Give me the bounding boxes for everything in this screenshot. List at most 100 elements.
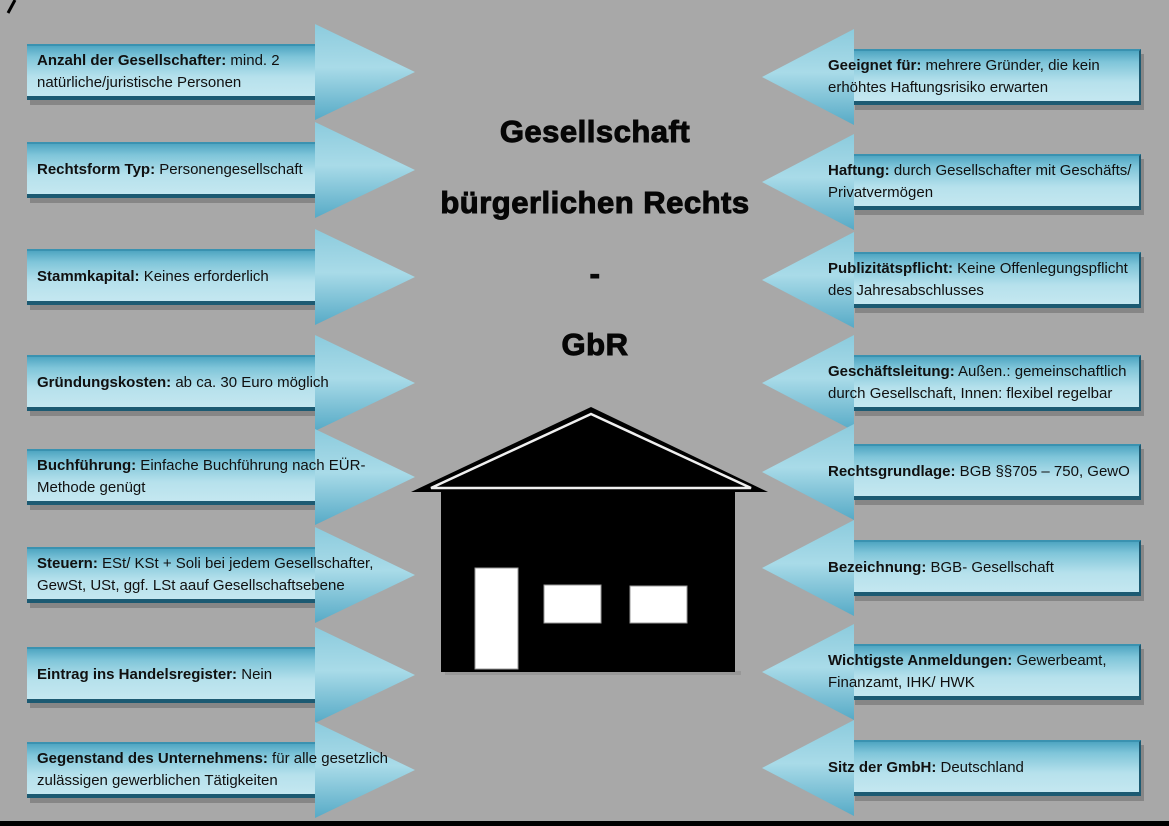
left-arrow-7: Eintrag ins Handelsregister: Nein [27, 623, 415, 727]
arrow-label: Rechtsform Typ: [37, 161, 156, 178]
arrow-text: Eintrag ins Handelsregister: Nein [37, 664, 272, 686]
arrow-shaft [852, 355, 1141, 411]
arrow-shaft [852, 49, 1141, 105]
window-right [629, 585, 688, 624]
left-arrow-1: Anzahl der Gesellschafter: mind. 2 natür… [27, 20, 415, 124]
arrow-label: Sitz der GmbH: [828, 759, 937, 776]
arrow-textbox: Steuern: ESt/ KSt + Soli bei jedem Gesel… [37, 547, 389, 603]
arrow-shaft [27, 249, 316, 305]
arrow-value: Gewerbeamt, Finanzamt, IHK/ HWK [828, 652, 1107, 691]
arrow-textbox: Wichtigste Anmeldungen: Gewerbeamt, Fina… [828, 644, 1153, 700]
arrow-label: Gegenstand des Unternehmens: [37, 750, 268, 767]
arrow-shaft [27, 142, 316, 198]
arrow-shaft [27, 44, 316, 100]
house-roof [411, 407, 768, 492]
arrow-value: Keine Offenlegungspflicht des Jahresabsc… [828, 260, 1128, 299]
arrow-text: Gründungskosten: ab ca. 30 Euro möglich [37, 372, 329, 394]
arrow-value: Nein [237, 666, 273, 683]
arrow-label: Haftung: [828, 162, 890, 179]
arrow-value: Deutschland [936, 759, 1024, 776]
arrow-value: BGB §§705 – 750, GewO [955, 463, 1130, 480]
arrow-text: Publizitätspflicht: Keine Offenlegungspf… [828, 258, 1153, 302]
arrow-label: Geschäftsleitung: [828, 363, 955, 380]
arrow-value: durch Gesellschafter mit Geschäfts/ Priv… [828, 162, 1132, 201]
arrow-label: Anzahl der Gesellschafter: [37, 52, 227, 69]
arrow-shaft [27, 647, 316, 703]
corner-mark [6, 0, 17, 14]
arrow-shaft [852, 252, 1141, 308]
arrow-textbox: Publizitätspflicht: Keine Offenlegungspf… [828, 252, 1153, 308]
arrow-text: Haftung: durch Gesellschafter mit Geschä… [828, 160, 1153, 204]
title-line-2: bürgerlichen Rechts [440, 185, 750, 221]
left-arrow-8: Gegenstand des Unternehmens: für alle ge… [27, 718, 415, 822]
arrow-text: Bezeichnung: BGB- Gesellschaft [828, 557, 1054, 579]
arrow-text: Rechtsform Typ: Personengesellschaft [37, 159, 303, 181]
arrow-label: Eintrag ins Handelsregister: [37, 666, 238, 683]
arrow-label: Wichtigste Anmeldungen: [828, 652, 1013, 669]
arrow-label: Stammkapital: [37, 268, 140, 285]
arrow-shaft [852, 154, 1141, 210]
arrow-shaft [852, 740, 1141, 796]
door [474, 567, 519, 670]
arrow-text: Geeignet für: mehrere Gründer, die kein … [828, 55, 1153, 99]
arrow-text: Wichtigste Anmeldungen: Gewerbeamt, Fina… [828, 650, 1153, 694]
left-arrow-6: Steuern: ESt/ KSt + Soli bei jedem Gesel… [27, 523, 415, 627]
right-arrow-8: Sitz der GmbH: Deutschland [762, 716, 1141, 820]
arrow-textbox: Rechtsform Typ: Personengesellschaft [37, 142, 389, 198]
arrow-textbox: Anzahl der Gesellschafter: mind. 2 natür… [37, 44, 389, 100]
right-arrow-5: Rechtsgrundlage: BGB §§705 – 750, GewO [762, 420, 1141, 524]
window-left [543, 584, 602, 624]
arrow-shaft [27, 547, 316, 603]
left-arrow-3: Stammkapital: Keines erforderlich [27, 225, 415, 329]
arrow-textbox: Stammkapital: Keines erforderlich [37, 249, 389, 305]
right-arrow-3: Publizitätspflicht: Keine Offenlegungspf… [762, 228, 1141, 332]
arrow-shaft [27, 449, 316, 505]
house-shadow [445, 671, 741, 675]
arrow-text: Geschäftsleitung: Außen.: gemeinschaftli… [828, 361, 1153, 405]
arrow-shaft [27, 355, 316, 411]
arrow-value: Keines erforderlich [139, 268, 269, 285]
roof-outline [430, 412, 752, 490]
arrow-textbox: Sitz der GmbH: Deutschland [828, 740, 1153, 796]
arrow-textbox: Rechtsgrundlage: BGB §§705 – 750, GewO [828, 444, 1153, 500]
arrow-textbox: Bezeichnung: BGB- Gesellschaft [828, 540, 1153, 596]
right-arrow-4: Geschäftsleitung: Außen.: gemeinschaftli… [762, 331, 1141, 435]
arrow-value: für alle gesetzlich zulässigen gewerblic… [37, 750, 388, 789]
left-arrow-5: Buchführung: Einfache Buchführung nach E… [27, 425, 415, 529]
title-line-3: - [589, 256, 601, 292]
arrow-textbox: Gründungskosten: ab ca. 30 Euro möglich [37, 355, 389, 411]
arrow-text: Anzahl der Gesellschafter: mind. 2 natür… [37, 50, 389, 94]
title-line-4: GbR [561, 327, 629, 363]
left-arrow-2: Rechtsform Typ: Personengesellschaft [27, 118, 415, 222]
arrow-text: Steuern: ESt/ KSt + Soli bei jedem Gesel… [37, 553, 389, 597]
arrow-textbox: Eintrag ins Handelsregister: Nein [37, 647, 389, 703]
arrow-textbox: Haftung: durch Gesellschafter mit Geschä… [828, 154, 1153, 210]
arrow-label: Rechtsgrundlage: [828, 463, 956, 480]
arrow-value: ab ca. 30 Euro möglich [171, 374, 329, 391]
right-arrow-2: Haftung: durch Gesellschafter mit Geschä… [762, 130, 1141, 234]
arrow-value: ESt/ KSt + Soli bei jedem Gesellschafter… [37, 555, 374, 594]
title-line-1: Gesellschaft [499, 114, 691, 150]
arrow-label: Buchführung: [37, 457, 137, 474]
arrow-value: mind. 2 natürliche/juristische Personen [37, 52, 280, 91]
arrow-shaft [852, 644, 1141, 700]
arrow-label: Gründungskosten: [37, 374, 172, 391]
arrow-text: Sitz der GmbH: Deutschland [828, 757, 1024, 779]
arrow-textbox: Gegenstand des Unternehmens: für alle ge… [37, 742, 389, 798]
arrow-shaft [852, 444, 1141, 500]
arrow-value: mehrere Gründer, die kein erhöhtes Haftu… [828, 57, 1100, 96]
arrow-textbox: Geschäftsleitung: Außen.: gemeinschaftli… [828, 355, 1153, 411]
arrow-label: Steuern: [37, 555, 98, 572]
arrow-text: Stammkapital: Keines erforderlich [37, 266, 269, 288]
arrow-text: Gegenstand des Unternehmens: für alle ge… [37, 748, 389, 792]
bottom-bar [0, 821, 1169, 826]
arrow-label: Publizitätspflicht: [828, 260, 953, 277]
arrow-value: BGB- Gesellschaft [926, 559, 1054, 576]
arrow-shaft [27, 742, 316, 798]
arrow-value: Außen.: gemeinschaftlich durch Gesellsch… [828, 363, 1127, 402]
arrow-value: Einfache Buchführung nach EÜR- Methode g… [37, 457, 366, 496]
arrow-textbox: Buchführung: Einfache Buchführung nach E… [37, 449, 389, 505]
arrow-label: Bezeichnung: [828, 559, 927, 576]
diagram-title: Gesellschaft bürgerlichen Rechts - GbR [405, 96, 785, 380]
arrow-label: Geeignet für: [828, 57, 922, 74]
